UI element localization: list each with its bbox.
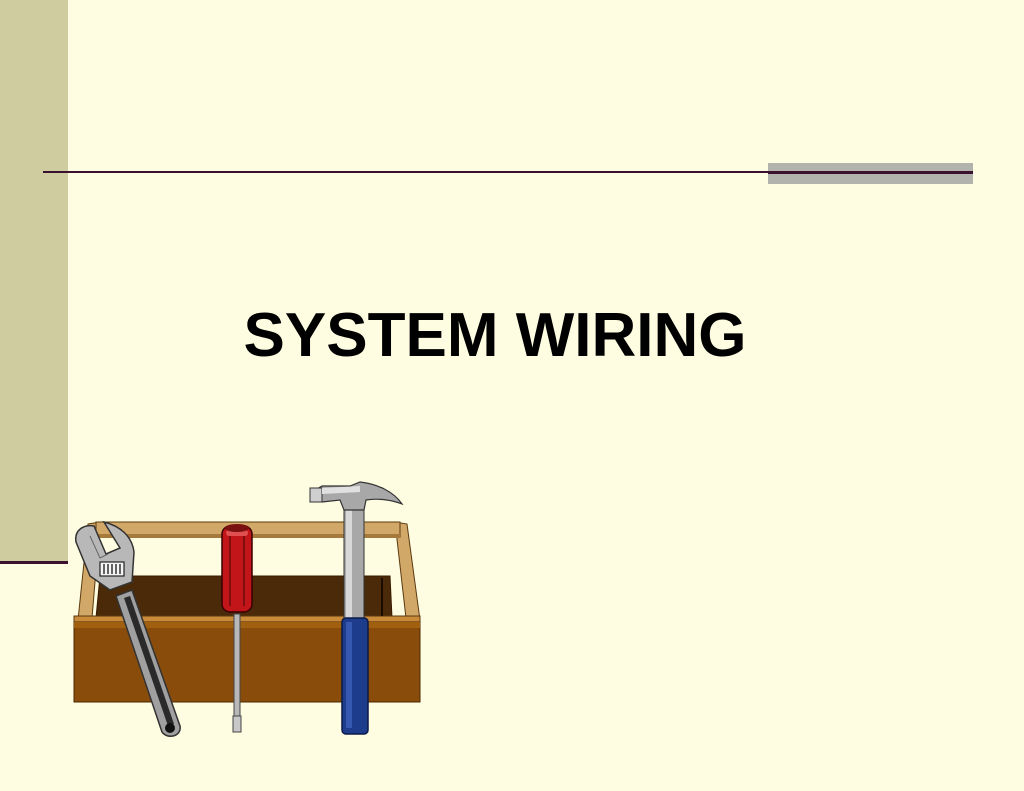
title-rule-line xyxy=(43,171,973,173)
screwdriver-icon xyxy=(221,524,253,733)
title-rule-accent-line xyxy=(768,172,973,174)
wrench-icon xyxy=(75,520,181,737)
side-band-foot-line xyxy=(0,561,68,564)
slide-title-text: SYSTEM WIRING xyxy=(243,301,747,370)
slide-title: SYSTEM WIRING xyxy=(0,298,990,374)
toolbox-with-tools-icon xyxy=(73,481,421,737)
side-band-decoration xyxy=(0,0,68,562)
hammer-icon xyxy=(309,481,404,735)
